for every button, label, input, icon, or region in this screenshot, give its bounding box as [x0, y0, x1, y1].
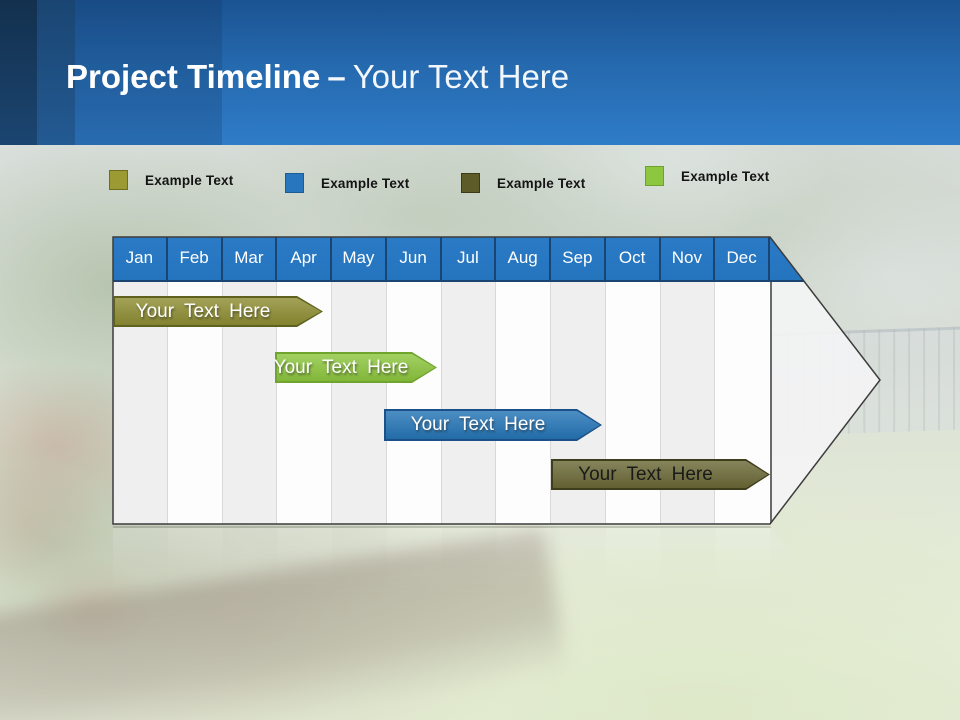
month-cell: Sep	[551, 237, 606, 280]
timeline-bar: Your Text Here	[384, 409, 602, 441]
legend-label: Example Text	[681, 168, 770, 184]
month-cell: Jan	[113, 237, 168, 280]
timeline-bar-label: Your Text Here	[135, 300, 271, 322]
legend-item: Example Text	[285, 173, 409, 193]
month-cell: May	[332, 237, 387, 280]
month-cell: Oct	[606, 237, 661, 280]
accent-stripe-light	[75, 0, 222, 145]
page-title: Project Timeline–Your Text Here	[66, 60, 569, 93]
timeline-bar: Your Text Here	[273, 352, 437, 383]
month-cell: Apr	[277, 237, 332, 280]
legend-swatch-olive	[109, 170, 128, 190]
month-cell: Jun	[387, 237, 442, 280]
legend-item: Example Text	[461, 173, 585, 193]
timeline-bar: Your Text Here	[113, 296, 323, 327]
title-dash: –	[327, 58, 346, 95]
timeline-bar: Your Text Here	[551, 459, 770, 490]
timeline-bar-label: Your Text Here	[273, 356, 409, 378]
table-reflection	[113, 526, 880, 611]
title-secondary: Your Text Here	[352, 58, 570, 95]
month-cell: Nov	[661, 237, 716, 280]
month-header-row: Jan Feb Mar Apr May Jun Jul Aug Sep Oct …	[113, 237, 880, 282]
title-primary: Project Timeline	[66, 58, 321, 95]
month-cell: Feb	[168, 237, 223, 280]
month-cell: Dec	[715, 237, 770, 280]
legend-label: Example Text	[497, 175, 586, 191]
legend-swatch-blue	[285, 173, 304, 193]
timeline-bar-label: Your Text Here	[578, 463, 713, 485]
legend-swatch-dark-olive	[461, 173, 480, 193]
legend-item: Example Text	[645, 166, 769, 186]
timeline-bar-label: Your Text Here	[410, 414, 546, 435]
month-cell: Jul	[442, 237, 497, 280]
legend-item: Example Text	[109, 170, 233, 190]
legend-label: Example Text	[321, 175, 410, 191]
month-cell: Aug	[496, 237, 551, 280]
legend-swatch-green	[645, 166, 664, 186]
month-cell: Mar	[223, 237, 278, 280]
title-bar: Project Timeline–Your Text Here	[0, 0, 960, 145]
legend-label: Example Text	[145, 172, 234, 188]
accent-stripe-medium	[37, 0, 75, 145]
accent-stripe-dark	[0, 0, 37, 145]
